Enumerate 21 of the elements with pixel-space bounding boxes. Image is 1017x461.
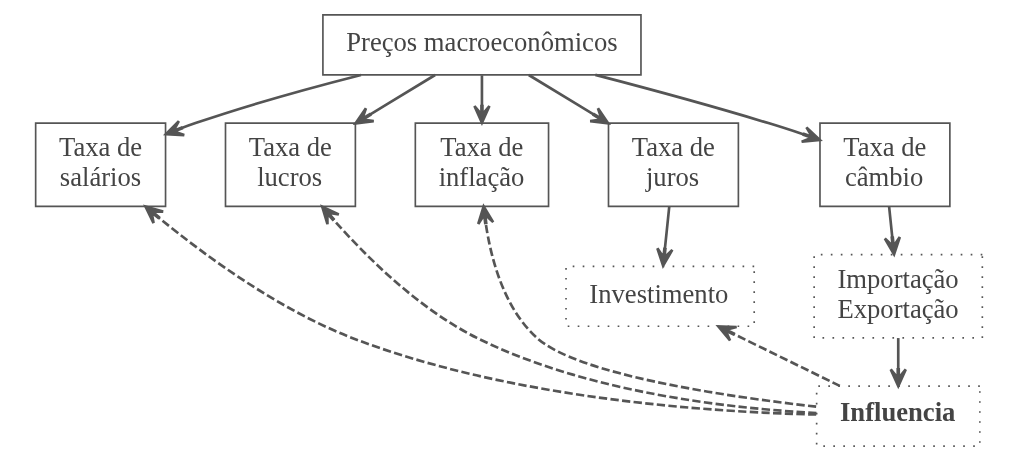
arrow [353,73,436,125]
node-box: Investimento [564,265,755,328]
node-box: Taxa de lucros [224,122,356,208]
arrow [888,338,907,388]
node-box: Influencia [815,385,981,447]
arrow [655,206,674,267]
arrow [716,325,840,388]
arrow [476,205,816,408]
node-box: Taxa de salários [34,122,166,208]
arrow [164,73,361,137]
node-box: Taxa de juros [607,122,739,208]
node-box: Taxa de inflação [414,122,549,208]
arrow [883,206,901,256]
arrow [472,75,491,125]
node-box: Preços macroeconômicos [321,14,642,76]
arrow [143,205,816,416]
node-box: Importação Exportação [812,253,983,339]
arrow [527,73,610,125]
arrow [594,73,821,143]
arrow [320,205,816,415]
node-box: Taxa de câmbio [818,122,951,208]
